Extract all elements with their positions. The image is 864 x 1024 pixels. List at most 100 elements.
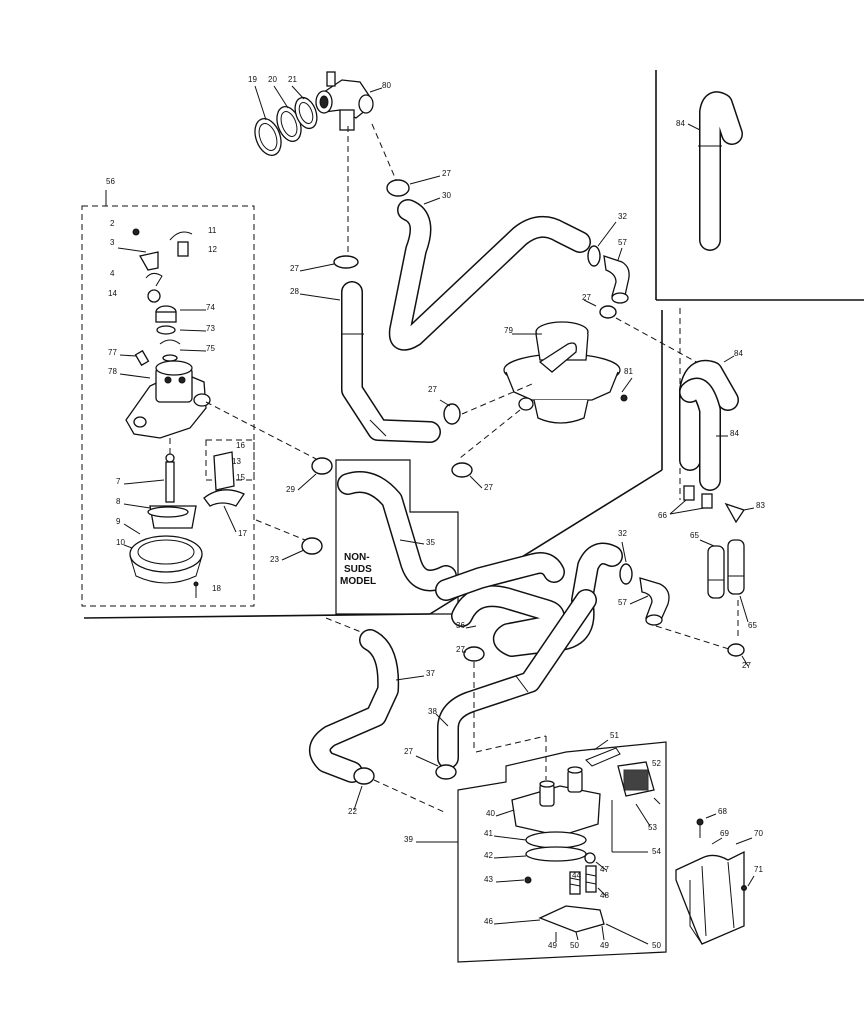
callout-p9: 9 <box>116 517 121 526</box>
callout-p12: 12 <box>208 245 217 254</box>
callout-p27e: 27 <box>484 483 493 492</box>
callout-p69: 69 <box>720 829 729 838</box>
callout-p80: 80 <box>382 81 391 90</box>
bracket-70 <box>675 813 755 945</box>
callout-p78: 78 <box>108 367 117 376</box>
pump-assembly-56 <box>81 190 255 607</box>
inlet-tee-fitting <box>315 71 383 131</box>
callout-p79: 79 <box>504 326 513 335</box>
callout-p42: 42 <box>484 851 493 860</box>
callout-p19: 19 <box>248 75 257 84</box>
callout-p47: 47 <box>600 865 609 874</box>
non-suds-label-3: MODEL <box>340 576 376 587</box>
callout-p57b: 57 <box>618 598 627 607</box>
callout-p40: 40 <box>486 809 495 818</box>
non-suds-box: NON- SUDS MODEL <box>335 459 459 615</box>
hose-38 <box>415 589 597 780</box>
pump-connections <box>205 401 333 561</box>
hoses-84-right <box>669 308 755 524</box>
callout-p83: 83 <box>756 501 765 510</box>
callout-p10: 10 <box>116 538 125 547</box>
callout-p35: 35 <box>426 538 435 547</box>
callout-p71: 71 <box>754 865 763 874</box>
callout-p7: 7 <box>116 477 121 486</box>
callout-p52: 52 <box>652 759 661 768</box>
callout-p46: 46 <box>484 917 493 926</box>
callout-p27g: 27 <box>742 661 751 670</box>
callout-p13: 13 <box>232 457 241 466</box>
callout-p23: 23 <box>270 555 279 564</box>
frame-lines <box>83 70 864 619</box>
callout-p36: 36 <box>456 621 465 630</box>
callout-p27c: 27 <box>582 293 591 302</box>
callout-p73: 73 <box>206 324 215 333</box>
hose-30 <box>388 199 591 351</box>
callout-p66: 66 <box>658 511 667 520</box>
inlet-rings-assembly <box>254 85 318 156</box>
callout-p27f: 27 <box>456 645 465 654</box>
callout-p51: 51 <box>610 731 619 740</box>
callout-p2: 2 <box>110 219 115 228</box>
callout-p75: 75 <box>206 344 215 353</box>
callout-p81: 81 <box>624 367 633 376</box>
callout-p84b: 84 <box>734 349 743 358</box>
callout-p27a: 27 <box>442 169 451 178</box>
hose-37 <box>309 617 445 813</box>
callout-p50b: 50 <box>570 941 579 950</box>
callout-p54: 54 <box>652 847 661 856</box>
elbow-57-upper <box>583 221 701 365</box>
callout-p8: 8 <box>116 497 121 506</box>
callout-p27h: 27 <box>404 747 413 756</box>
callout-p77: 77 <box>108 348 117 357</box>
callout-p29: 29 <box>286 485 295 494</box>
callout-p28: 28 <box>290 287 299 296</box>
callout-p38: 38 <box>428 707 437 716</box>
hose-84-top <box>687 91 743 251</box>
callout-p37: 37 <box>426 669 435 678</box>
non-suds-label-1: NON- <box>344 552 370 563</box>
elbow-57-lower <box>619 541 749 667</box>
callout-p21: 21 <box>288 75 297 84</box>
callout-p22: 22 <box>348 807 357 816</box>
callout-p65a: 65 <box>690 531 699 540</box>
part-79-housing <box>459 321 633 459</box>
valve-assembly-39 <box>416 739 667 963</box>
callout-p4: 4 <box>110 269 115 278</box>
callout-p14: 14 <box>108 289 117 298</box>
part-65-connectors <box>699 539 749 640</box>
hose-28 <box>299 126 441 443</box>
callout-p65b: 65 <box>748 621 757 630</box>
callout-p48a: 48 <box>600 891 609 900</box>
callout-p32a: 32 <box>618 212 627 221</box>
callout-p84c: 84 <box>730 429 739 438</box>
non-suds-label-2: SUDS <box>344 564 372 575</box>
callout-p43: 43 <box>484 875 493 884</box>
callout-p27d: 27 <box>428 385 437 394</box>
callout-p20: 20 <box>268 75 277 84</box>
callout-p57a: 57 <box>618 238 627 247</box>
callout-p74: 74 <box>206 303 215 312</box>
callout-p56: 56 <box>106 177 115 186</box>
hose-36 <box>435 542 623 657</box>
callout-p84a: 84 <box>676 119 685 128</box>
clamp-27-e <box>451 462 483 489</box>
callout-p11: 11 <box>208 226 217 235</box>
callout-p50: 50 <box>652 941 661 950</box>
callout-p39: 39 <box>404 835 413 844</box>
callout-p49b: 49 <box>600 941 609 950</box>
callout-p32b: 32 <box>618 529 627 538</box>
callout-p53: 53 <box>648 823 657 832</box>
callout-p70: 70 <box>754 829 763 838</box>
callout-p30: 30 <box>442 191 451 200</box>
callout-p16: 16 <box>236 441 245 450</box>
callout-p3: 3 <box>110 238 115 247</box>
callout-p18: 18 <box>212 584 221 593</box>
callout-p17: 17 <box>238 529 247 538</box>
callout-p49a: 49 <box>548 941 557 950</box>
callout-p68: 68 <box>718 807 727 816</box>
callout-p27b: 27 <box>290 264 299 273</box>
callout-p15: 15 <box>236 473 245 482</box>
callout-p44: 44 <box>572 871 581 880</box>
